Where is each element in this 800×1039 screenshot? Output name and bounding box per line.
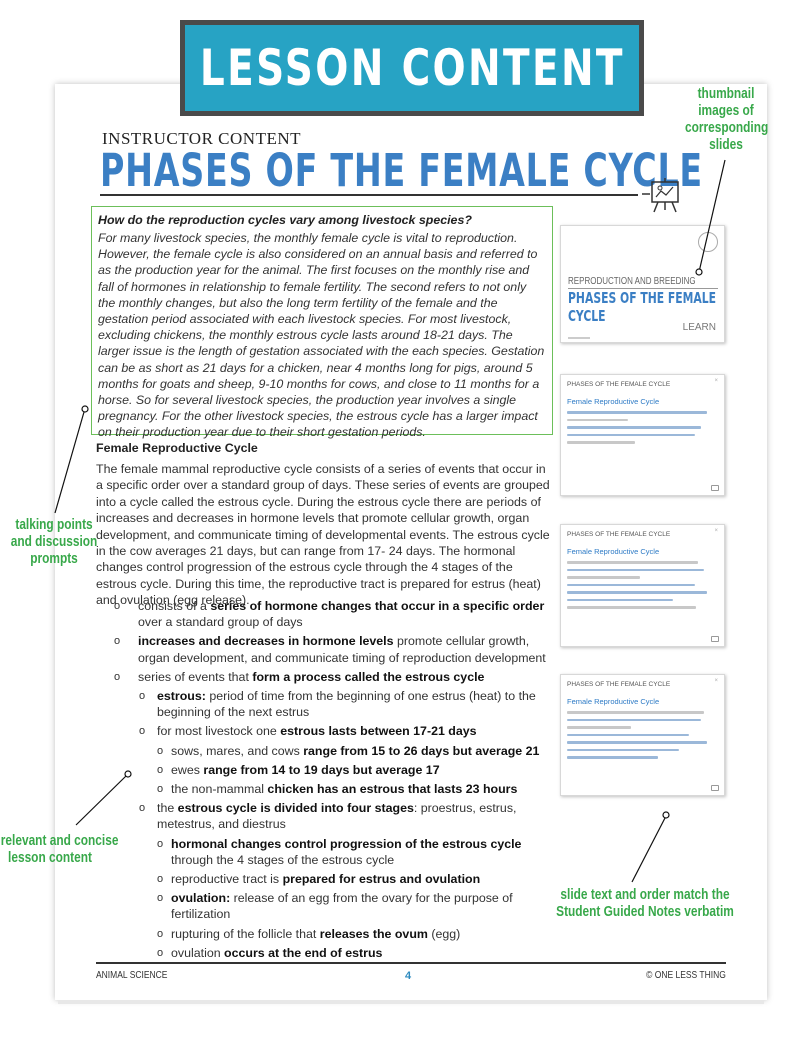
slide-subtitle: Female Reproductive Cycle — [567, 397, 660, 406]
bullet-circle-icon: o — [157, 763, 164, 776]
banner-label: LESSON CONTENT — [199, 39, 625, 97]
bullet-circle-icon: o — [114, 635, 121, 648]
slide-tag: LEARN — [682, 322, 716, 333]
slide-subtitle: Female Reproductive Cycle — [567, 547, 660, 556]
slide-header: PHASES OF THE FEMALE CYCLE — [567, 381, 671, 388]
slide-thumbnail-title: REPRODUCTION AND BREEDING PHASES OF THE … — [560, 225, 725, 343]
banner-fill: LESSON CONTENT — [185, 25, 639, 111]
discussion-question: How do the reproduction cycles vary amon… — [98, 213, 472, 227]
discussion-question-box: How do the reproduction cycles vary amon… — [91, 206, 553, 439]
slide-close-icon: × — [714, 528, 718, 534]
bullet-circle-icon: o — [157, 783, 164, 796]
page-title: PHASES OF THE FEMALE CYCLE — [100, 144, 703, 197]
slide-nav-icon — [711, 636, 719, 642]
slide-subtitle: Female Reproductive Cycle — [567, 697, 660, 706]
section-heading: Female Reproductive Cycle — [96, 441, 258, 455]
bullet-circle-icon: o — [157, 892, 164, 905]
slide-footer-mark — [568, 337, 590, 339]
footer-copyright: © ONE LESS THING — [646, 970, 726, 981]
slide-text-lines — [567, 711, 719, 764]
bullet-circle-icon: o — [157, 873, 164, 886]
bullet-circle-icon: o — [114, 600, 121, 612]
lesson-content-banner: LESSON CONTENT — [180, 20, 644, 116]
slide-logo-icon — [698, 232, 718, 252]
bullet-circle-icon: o — [157, 927, 164, 940]
slide-text-lines — [567, 561, 719, 614]
slide-header: PHASES OF THE FEMALE CYCLE — [567, 681, 671, 688]
page-shadow — [58, 1000, 764, 1004]
section-paragraph: The female mammal reproductive cycle con… — [96, 462, 550, 608]
slide-close-icon: × — [714, 678, 718, 684]
slide-nav-icon — [711, 485, 719, 491]
bullet-circle-icon: o — [114, 670, 121, 683]
bullet-circle-icon: o — [157, 744, 164, 757]
bullet-circle-icon: o — [139, 725, 146, 738]
slide-text-lines — [567, 411, 719, 449]
footer-course: ANIMAL SCIENCE — [96, 970, 168, 981]
footer-divider — [96, 962, 726, 964]
slide-nav-icon — [711, 785, 719, 791]
page-number: 4 — [405, 970, 412, 982]
slide-thumbnail: PHASES OF THE FEMALE CYCLE × Female Repr… — [560, 674, 725, 796]
slide-header: PHASES OF THE FEMALE CYCLE — [567, 531, 671, 538]
page-kicker: INSTRUCTOR CONTENT — [102, 129, 301, 148]
slide-subtitle: REPRODUCTION AND BREEDING — [568, 276, 696, 287]
discussion-text: For many livestock species, the monthly … — [98, 231, 545, 440]
title-divider — [100, 194, 638, 196]
slide-thumbnail: PHASES OF THE FEMALE CYCLE × Female Repr… — [560, 374, 725, 496]
bullet-circle-icon: o — [139, 690, 146, 703]
bullet-circle-icon: o — [157, 837, 164, 850]
presentation-easel-icon — [642, 178, 679, 213]
bullet-circle-icon: o — [157, 946, 164, 959]
slide-thumbnail: PHASES OF THE FEMALE CYCLE × Female Repr… — [560, 524, 725, 647]
bullet-circle-icon: o — [139, 802, 146, 815]
slide-close-icon: × — [714, 378, 718, 384]
slide-divider — [568, 288, 718, 289]
